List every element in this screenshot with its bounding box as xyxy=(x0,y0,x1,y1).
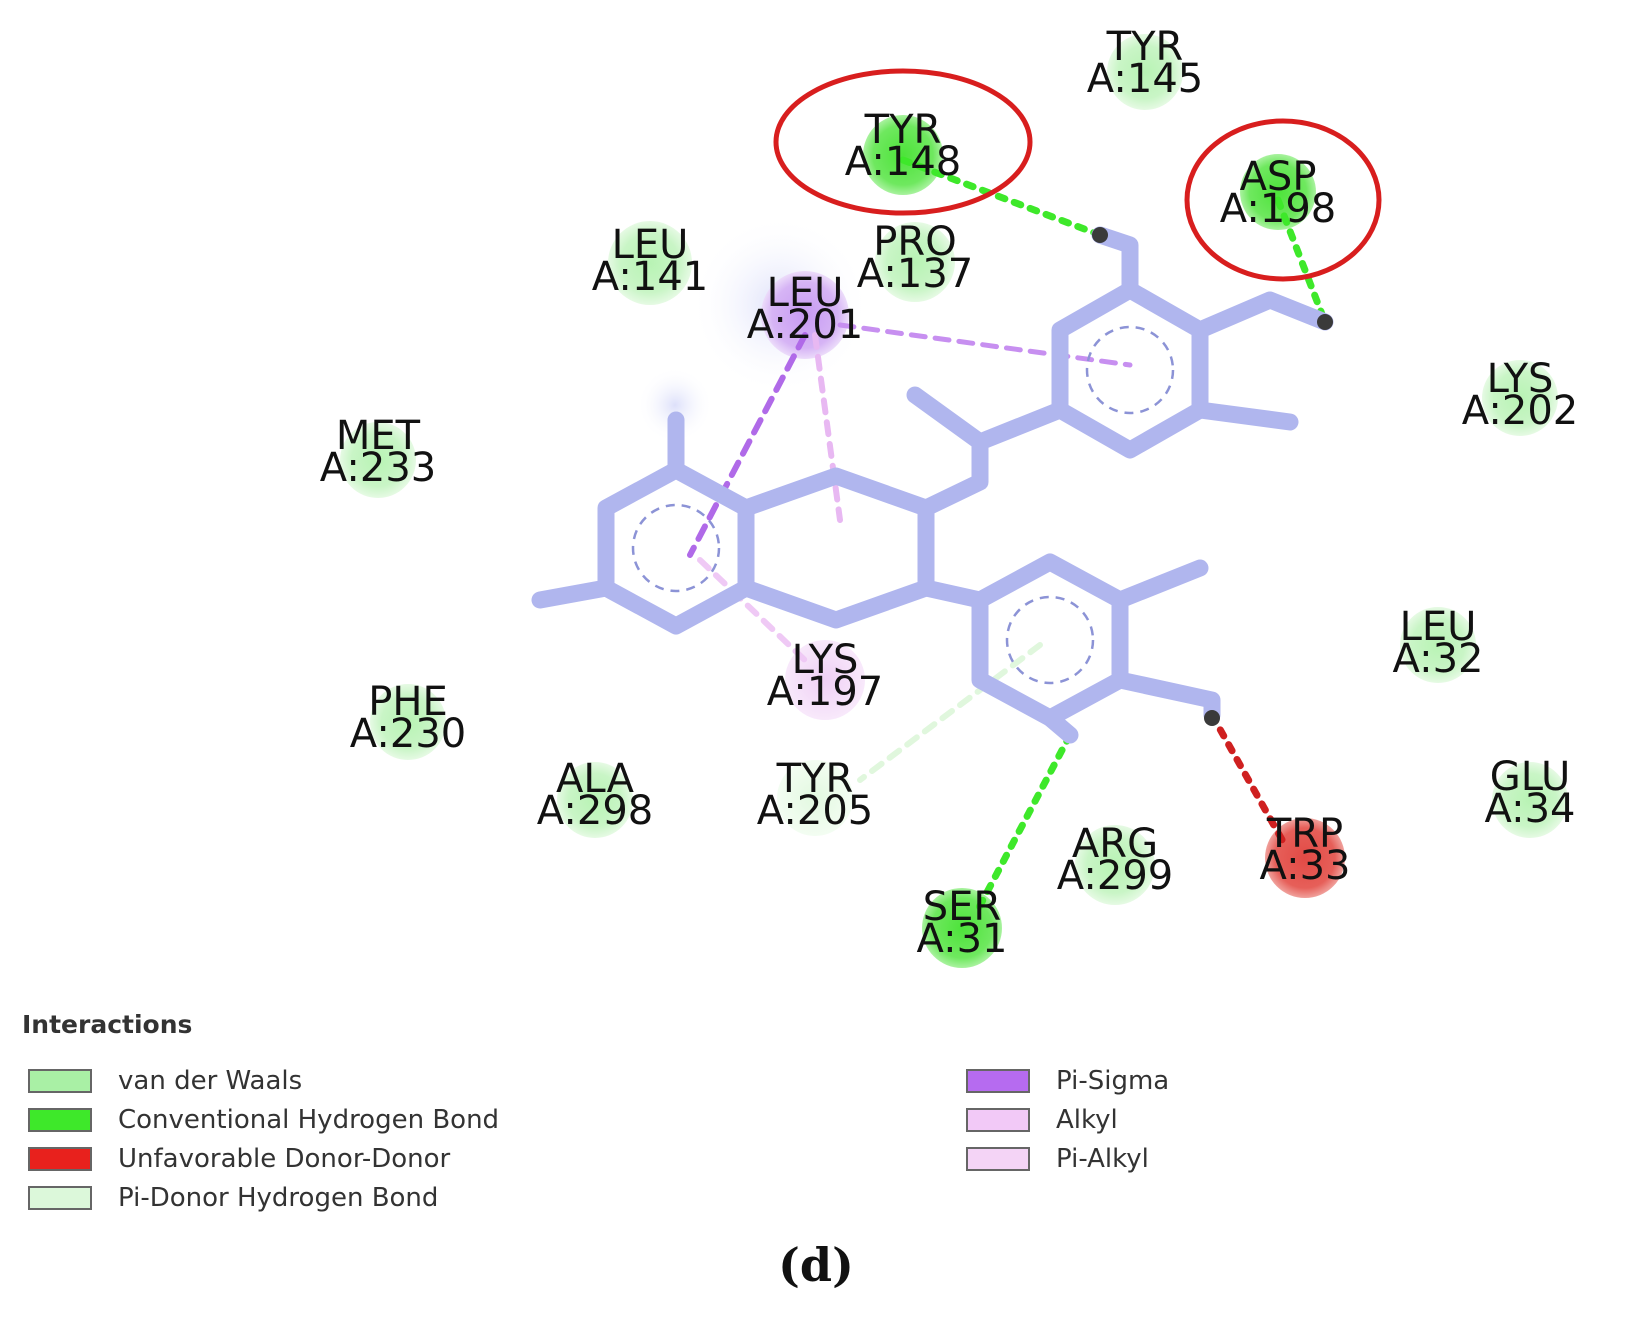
h-bond-line xyxy=(1274,196,1329,326)
residue-disc xyxy=(340,422,416,498)
donor-atom xyxy=(1092,227,1108,243)
h-bond-line xyxy=(971,731,1074,919)
donor-donor-line xyxy=(1208,711,1289,849)
pi-donor-line xyxy=(857,642,1043,783)
alkyl-line xyxy=(812,332,843,523)
legend-item-alkyl: Alkyl xyxy=(966,1105,1118,1135)
aromatic-ring xyxy=(1005,595,1095,685)
donor-atom xyxy=(1317,314,1333,330)
residue-disc xyxy=(1240,154,1316,230)
pi-sigma-line xyxy=(837,322,1133,368)
legend-label: Alkyl xyxy=(1056,1105,1118,1135)
legend-item-unfavorable-donor-donor: Unfavorable Donor-Donor xyxy=(28,1144,450,1174)
residue-disc xyxy=(1492,762,1568,838)
legend-swatch xyxy=(966,1108,1030,1132)
highlight-circle-asp198 xyxy=(1184,118,1382,282)
legend-swatch xyxy=(966,1147,1030,1171)
aromatic-ring xyxy=(631,503,721,593)
residue-disc xyxy=(557,762,633,838)
legend-item-van-der-waals: van der Waals xyxy=(28,1066,302,1096)
legend-label: Unfavorable Donor-Donor xyxy=(118,1144,451,1174)
interactions-legend: Interactions van der Waals Conventional … xyxy=(22,1010,1422,1230)
interaction-lines xyxy=(687,156,1329,919)
donor-atom xyxy=(1204,710,1220,726)
legend-swatch xyxy=(966,1069,1030,1093)
legend-label: Pi-Sigma xyxy=(1056,1066,1170,1096)
residue-disc xyxy=(1075,825,1155,905)
residue-disc xyxy=(1482,360,1558,436)
atom-glow xyxy=(637,367,713,443)
residue-disc xyxy=(863,115,943,195)
legend-label: Pi-Alkyl xyxy=(1056,1144,1149,1174)
legend-swatch xyxy=(28,1147,92,1171)
legend-swatch xyxy=(28,1108,92,1132)
legend-item-pi-alkyl: Pi-Alkyl xyxy=(966,1144,1149,1174)
residue-disc xyxy=(370,684,446,760)
legend-title: Interactions xyxy=(22,1010,193,1039)
h-bond-line xyxy=(899,156,1104,239)
legend-swatch xyxy=(28,1186,92,1210)
legend-label: van der Waals xyxy=(118,1066,303,1096)
legend-swatch xyxy=(28,1069,92,1093)
pi-sigma-line xyxy=(687,332,808,558)
residue-disc xyxy=(875,222,955,302)
ligand-structure xyxy=(531,226,1334,744)
residue-disc xyxy=(608,221,692,305)
donor-atoms xyxy=(1092,227,1333,726)
legend-item-pi-donor-h-bond: Pi-Donor Hydrogen Bond xyxy=(28,1183,438,1213)
aromatic-ring xyxy=(1085,325,1175,415)
legend-item-pi-sigma: Pi-Sigma xyxy=(966,1066,1169,1096)
figure-caption: (d) xyxy=(778,1238,854,1292)
legend-item-conventional-h-bond: Conventional Hydrogen Bond xyxy=(28,1105,499,1135)
highlight-circle-tyr148 xyxy=(773,68,1033,216)
residue-disc xyxy=(1107,34,1183,110)
legend-label: Conventional Hydrogen Bond xyxy=(118,1105,500,1135)
residue-disc xyxy=(1400,607,1476,683)
highlight-circles xyxy=(773,68,1382,282)
pi-alkyl-line xyxy=(697,557,813,668)
residue-disc xyxy=(761,271,849,359)
aromatic-rings xyxy=(631,325,1175,685)
legend-label: Pi-Donor Hydrogen Bond xyxy=(118,1183,439,1213)
residue-disc xyxy=(777,760,853,836)
